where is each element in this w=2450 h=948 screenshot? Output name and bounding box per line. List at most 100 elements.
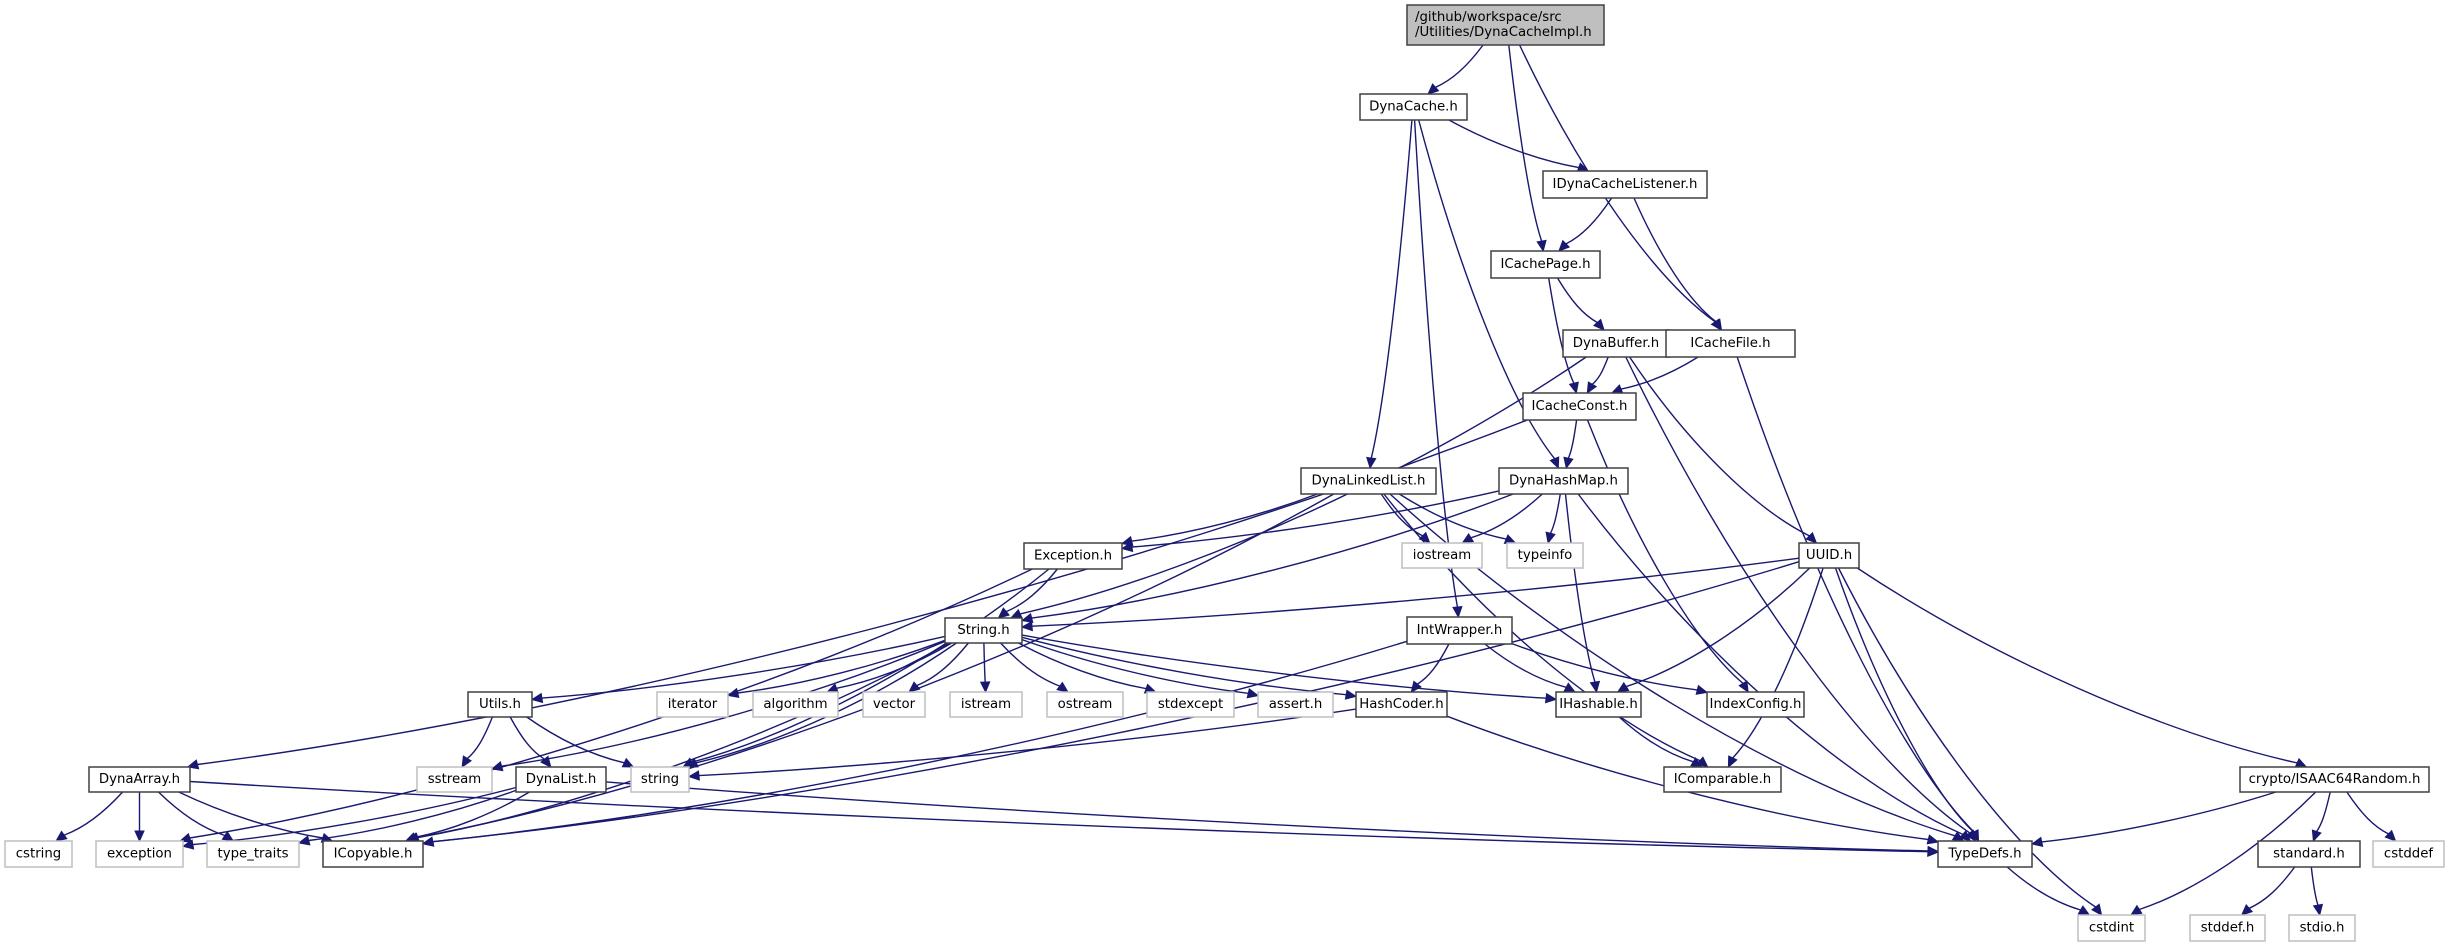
- node-box: [2189, 914, 2266, 942]
- arrowhead-icon: [1568, 381, 1579, 395]
- node-label: standard.h: [2273, 847, 2345, 862]
- node-stdio: stdio.h: [2288, 914, 2356, 942]
- node-label: DynaCache.h: [1369, 100, 1458, 115]
- node-istream: istream: [949, 691, 1023, 718]
- node-dyna-list[interactable]: DynaList.h: [515, 766, 607, 793]
- node-label: cstdint: [2089, 921, 2134, 936]
- node-box: [1555, 691, 1642, 718]
- edge-uuid-to-type-defs: [1834, 567, 1979, 843]
- node-box: [416, 766, 493, 793]
- node-dyna-hash-map[interactable]: DynaHashMap.h: [1498, 467, 1629, 495]
- arrowhead-icon: [685, 757, 699, 768]
- node-box: [1406, 616, 1513, 645]
- node-exception[interactable]: Exception.h: [1023, 542, 1123, 570]
- edge-line: [1518, 44, 1716, 323]
- node-box: [1937, 840, 2033, 868]
- arrowhead-icon: [490, 761, 504, 772]
- edge-line: [308, 789, 517, 842]
- node-sstream: sstream: [416, 766, 493, 793]
- node-box: [630, 766, 690, 793]
- edge-line: [605, 781, 1929, 852]
- node-icomparable[interactable]: IComparable.h: [1663, 766, 1782, 793]
- edge-utils-to-string: [526, 716, 635, 768]
- edge-string-to-sstream: [490, 640, 946, 772]
- arrowhead-icon: [530, 692, 544, 704]
- edge-string-to-ostream: [1000, 642, 1069, 693]
- edge-dyna-hash-map-to-ihashable: [1564, 493, 1601, 694]
- arrowhead-icon: [1545, 531, 1556, 545]
- edge-string-to-istream: [979, 642, 991, 694]
- arrowhead-icon: [1563, 682, 1577, 693]
- node-icache-file[interactable]: ICacheFile.h: [1665, 329, 1796, 358]
- edge-line: [737, 639, 946, 694]
- edge-line: [63, 791, 124, 836]
- node-type-defs[interactable]: TypeDefs.h: [1937, 840, 2033, 868]
- edge-line: [1031, 493, 1514, 619]
- node-dyna-array[interactable]: DynaArray.h: [88, 766, 191, 793]
- node-box: [1046, 691, 1124, 718]
- edge-line: [1511, 642, 1698, 691]
- edge-string-to-icopyable: [407, 642, 950, 843]
- node-box: [1562, 329, 1670, 358]
- node-assert: assert.h: [1257, 691, 1334, 718]
- node-box: [1300, 467, 1437, 495]
- edge-line: [501, 640, 946, 767]
- edge-type-defs-to-cstdint: [2006, 866, 2091, 916]
- node-ihashable[interactable]: IHashable.h: [1555, 691, 1642, 718]
- edge-root-to-dyna-cache: [1427, 44, 1484, 95]
- edge-line: [1549, 493, 1561, 534]
- node-string[interactable]: String.h: [944, 617, 1023, 644]
- node-standard[interactable]: standard.h: [2257, 840, 2361, 868]
- node-uuid[interactable]: UUID.h: [1798, 542, 1860, 569]
- node-dyna-buffer[interactable]: DynaBuffer.h: [1562, 329, 1670, 358]
- edge-uuid-to-ihashable: [1616, 567, 1811, 693]
- arrowhead-icon: [1586, 381, 1598, 395]
- node-box: [1406, 4, 1605, 46]
- node-label: crypto/ISAAC64Random.h: [2249, 772, 2421, 787]
- node-label: IntWrapper.h: [1417, 623, 1503, 638]
- edge-isaac64random-to-standard: [2311, 791, 2331, 843]
- edge-line: [1413, 119, 1459, 608]
- node-label: Utils.h: [479, 697, 521, 712]
- edge-string-to-iterator: [726, 639, 946, 699]
- edge-line: [1633, 197, 1717, 323]
- arrowhead-icon: [1563, 456, 1574, 470]
- node-box: [95, 840, 184, 868]
- node-dyna-linked-list[interactable]: DynaLinkedList.h: [1300, 467, 1437, 495]
- node-label: DynaBuffer.h: [1573, 336, 1659, 351]
- node-label: ICachePage.h: [1500, 257, 1590, 272]
- arrowhead-icon: [1366, 456, 1377, 470]
- node-box: [862, 691, 926, 718]
- edge-isaac64random-to-cstdint: [2129, 791, 2317, 916]
- node-label: cstddef: [2384, 847, 2434, 862]
- edge-line: [1618, 716, 1694, 763]
- edge-dyna-list-to-icopyable: [404, 791, 530, 843]
- arrowhead-icon: [1610, 384, 1624, 394]
- node-icopyable[interactable]: ICopyable.h: [322, 840, 424, 868]
- edge-line: [1586, 419, 1744, 684]
- node-iterator: iterator: [656, 691, 729, 718]
- node-utils[interactable]: Utils.h: [467, 691, 533, 718]
- node-label: ICopyable.h: [334, 847, 413, 862]
- node-idyna-cache-listener[interactable]: IDynaCacheListener.h: [1542, 170, 1708, 199]
- node-dyna-cache[interactable]: DynaCache.h: [1359, 93, 1468, 121]
- edge-int-wrapper-to-ihashable: [1484, 643, 1577, 693]
- node-label: assert.h: [1269, 697, 1323, 712]
- edge-dyna-hash-map-to-string: [1020, 493, 1514, 624]
- edge-line: [1000, 642, 1061, 687]
- node-isaac64random[interactable]: crypto/ISAAC64Random.h: [2239, 766, 2430, 793]
- node-icache-page[interactable]: ICachePage.h: [1490, 250, 1601, 279]
- arrowhead-icon: [1536, 239, 1547, 253]
- node-label: stdio.h: [2300, 921, 2345, 936]
- node-box: [752, 691, 839, 718]
- node-index-config[interactable]: IndexConfig.h: [1706, 691, 1805, 718]
- arrowhead-icon: [1968, 829, 1979, 843]
- node-root[interactable]: /github/workspace/src/Utilities/DynaCach…: [1406, 4, 1605, 46]
- arrowhead-icon: [1410, 680, 1422, 693]
- node-icache-const[interactable]: ICacheConst.h: [1522, 392, 1637, 421]
- edge-root-to-icache-page: [1508, 44, 1547, 253]
- edge-exception-to-string: [997, 568, 1058, 619]
- node-box: [1663, 766, 1782, 793]
- node-hash-coder[interactable]: HashCoder.h: [1355, 691, 1448, 718]
- node-int-wrapper[interactable]: IntWrapper.h: [1406, 616, 1513, 645]
